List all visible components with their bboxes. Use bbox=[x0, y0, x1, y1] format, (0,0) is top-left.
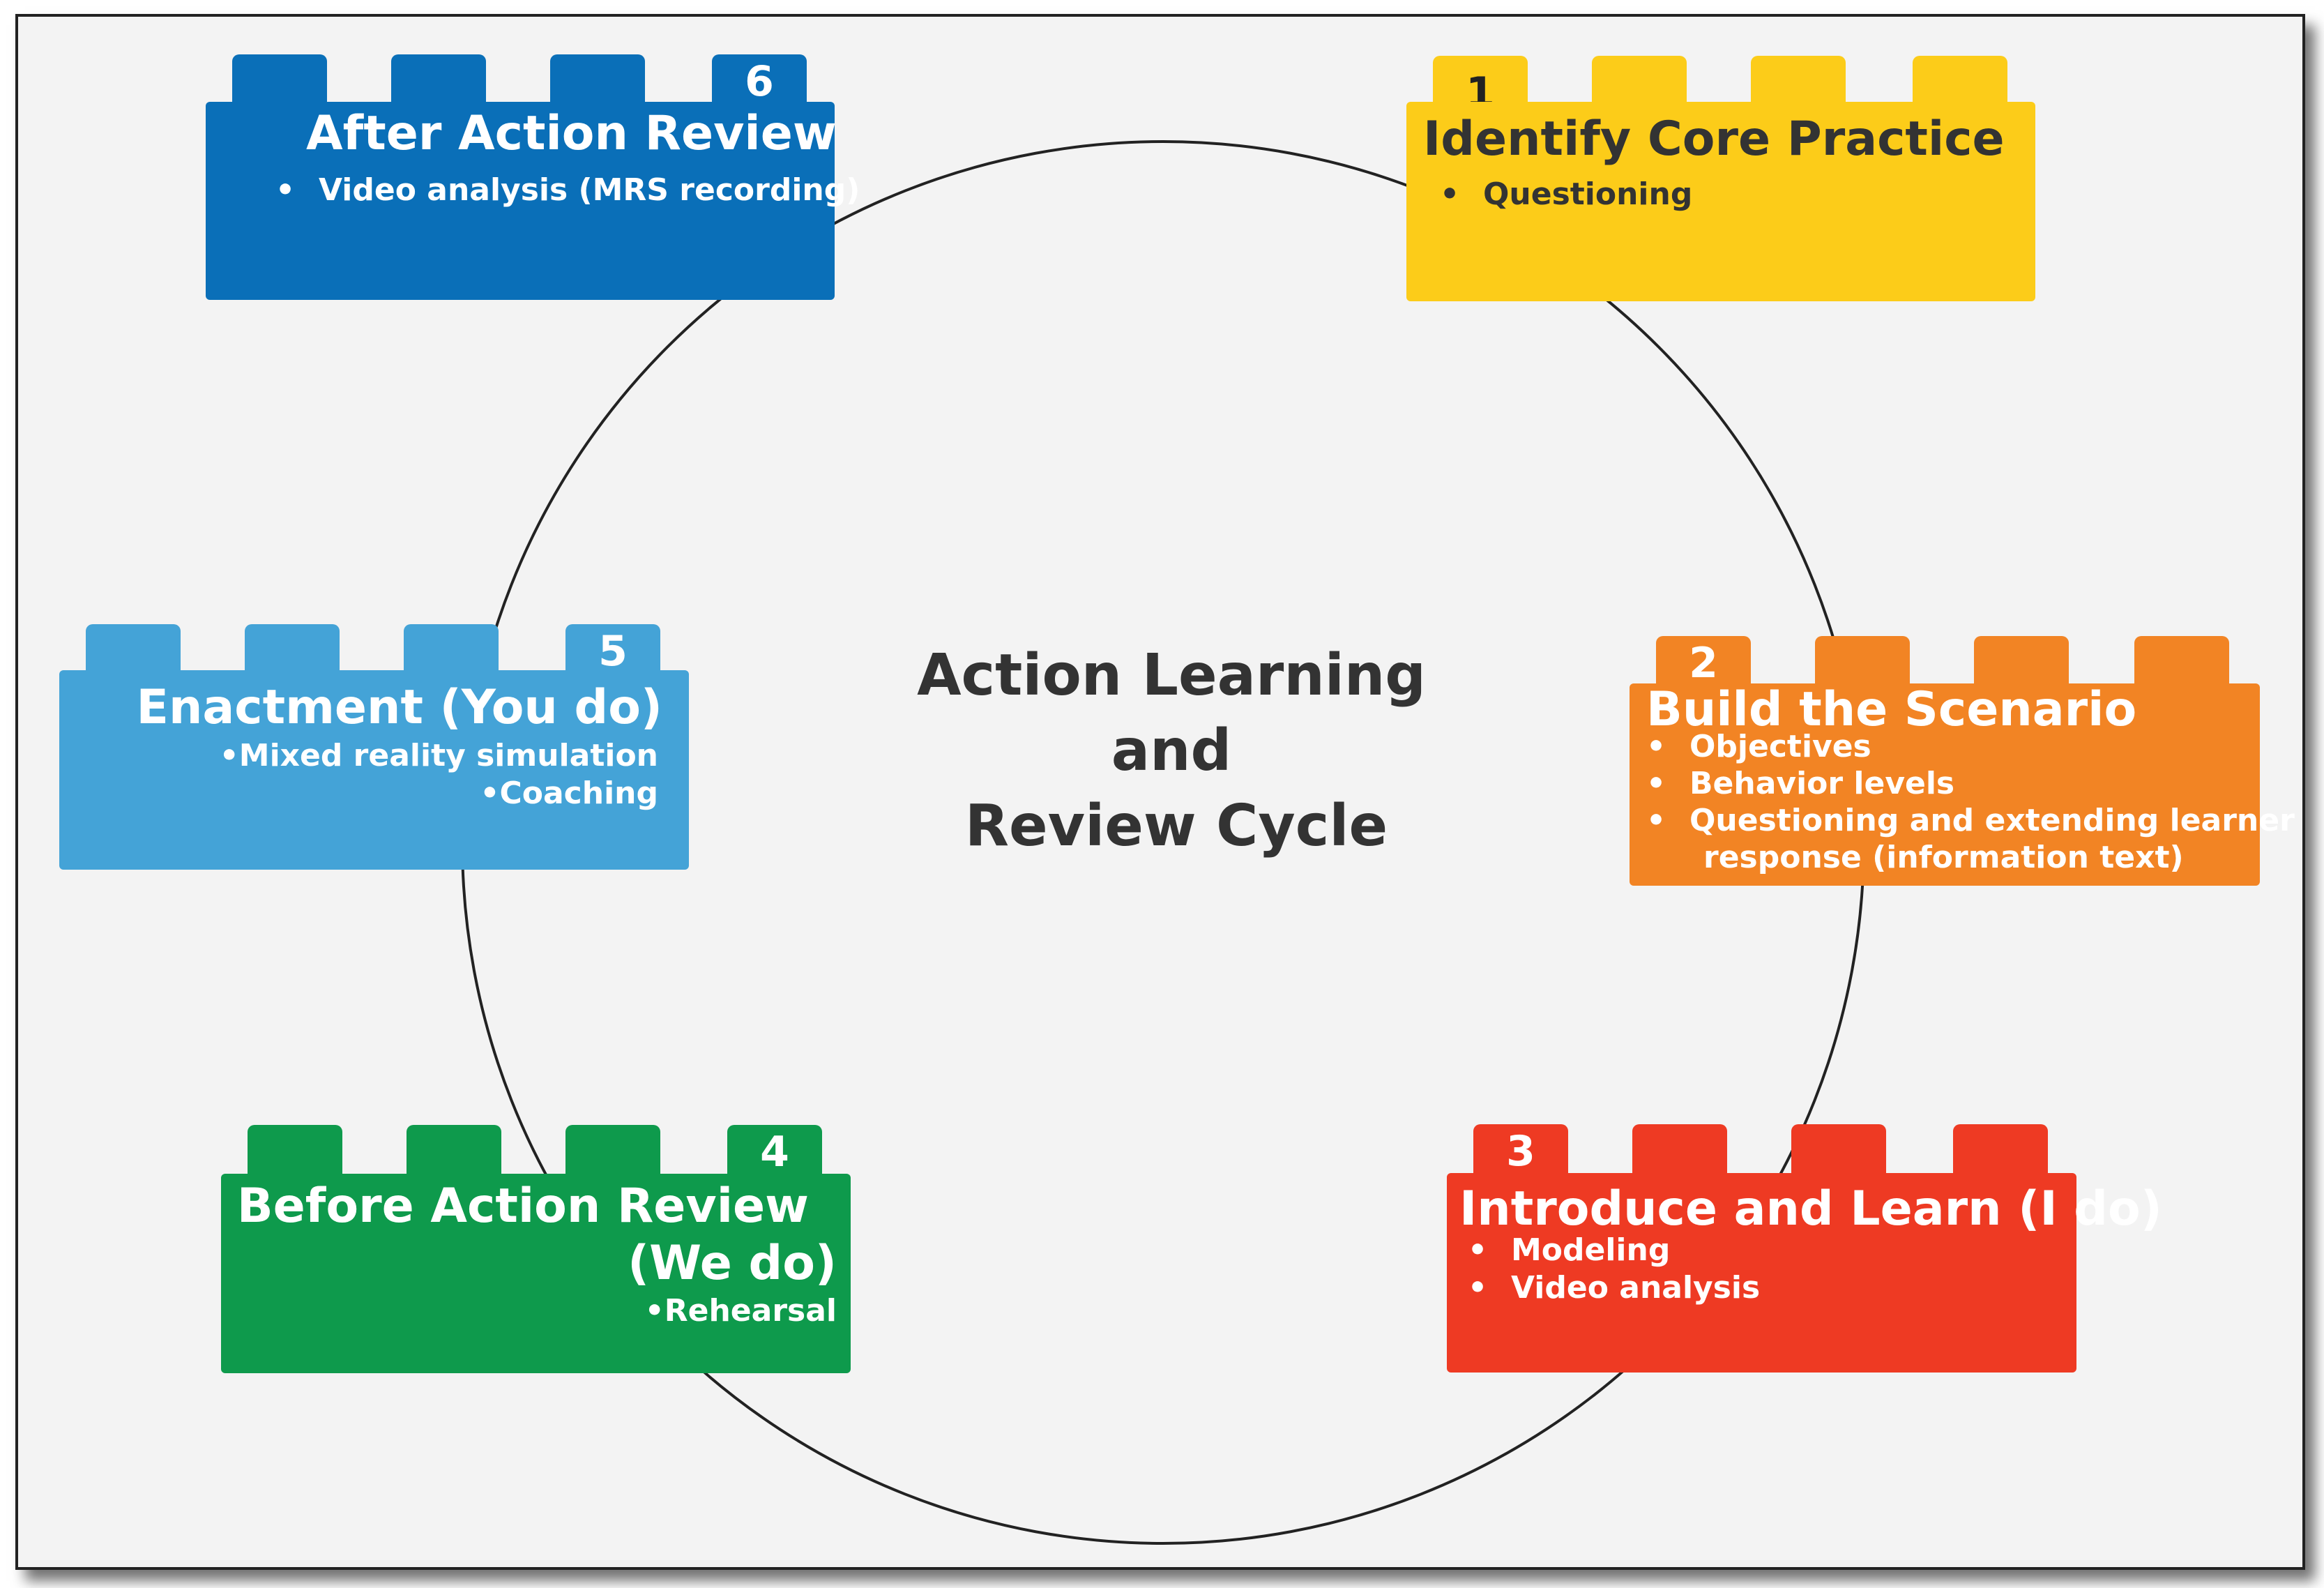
brick-stud bbox=[407, 1125, 501, 1175]
step-6-bullet: •Video analysis (MRS recording) bbox=[275, 172, 860, 208]
brick-stud bbox=[1632, 1124, 1727, 1174]
step-3-brick: 3 Introduce and Learn (I do) •Modeling •… bbox=[1447, 1124, 2162, 1373]
step-3-number: 3 bbox=[1506, 1127, 1535, 1176]
step-4-title-line-2: (We do) bbox=[628, 1236, 837, 1291]
step-2-number-stud: 2 bbox=[1656, 636, 1751, 688]
step-4-number-stud: 4 bbox=[727, 1125, 822, 1177]
step-5-bullets: •Mixed reality simulation •Coaching bbox=[196, 737, 658, 812]
step-1-title: Identify Core Practice bbox=[1423, 112, 2005, 167]
step-6-brick: 6 After Action Review •Video analysis (M… bbox=[206, 54, 860, 300]
brick-stud bbox=[391, 54, 486, 105]
step-4-title-line-1: Before Action Review bbox=[236, 1179, 809, 1234]
center-title-line-2: and bbox=[1111, 718, 1232, 784]
step-5-brick: 5 Enactment (You do) •Mixed reality simu… bbox=[59, 624, 689, 870]
step-4-bullets: •Rehearsal bbox=[621, 1292, 837, 1330]
brick-stud bbox=[232, 54, 327, 105]
step-1-bullets: •Questioning bbox=[1440, 176, 1692, 213]
brick-stud bbox=[2134, 636, 2229, 686]
center-title: Action Learning and Review Cycle bbox=[893, 638, 1450, 864]
step-4-body bbox=[221, 1174, 851, 1373]
step-6-number: 6 bbox=[745, 57, 774, 106]
step-3-bullet: •Modeling bbox=[1468, 1232, 1671, 1268]
step-2-number: 2 bbox=[1689, 639, 1718, 688]
brick-stud bbox=[245, 624, 340, 674]
step-3-body bbox=[1447, 1173, 2076, 1373]
step-5-number-stud: 5 bbox=[565, 624, 660, 676]
step-6-bullets: •Video analysis (MRS recording) bbox=[275, 172, 860, 209]
step-5-body bbox=[59, 670, 689, 870]
step-2-bullet: •Objectives bbox=[1646, 729, 1871, 764]
step-4-brick: 4 Before Action Review (We do) •Rehearsa… bbox=[221, 1125, 851, 1373]
step-6-number-stud: 6 bbox=[712, 54, 807, 106]
brick-stud bbox=[1953, 1124, 2048, 1174]
step-6-title: After Action Review bbox=[306, 106, 837, 161]
brick-stud bbox=[550, 54, 645, 105]
step-3-number-stud: 3 bbox=[1473, 1124, 1568, 1176]
brick-stud bbox=[1751, 56, 1846, 106]
step-2-bullet: •Behavior levels bbox=[1646, 766, 1955, 801]
center-title-line-1: Action Learning bbox=[917, 642, 1426, 709]
step-2-bullets: •Objectives •Behavior levels •Questionin… bbox=[1646, 728, 2295, 876]
step-3-bullets: •Modeling •Video analysis bbox=[1468, 1232, 1760, 1307]
brick-stud bbox=[1913, 56, 2007, 106]
brick-stud bbox=[248, 1125, 342, 1175]
step-6-body bbox=[206, 102, 835, 300]
brick-stud bbox=[86, 624, 181, 674]
center-title-line-3: Review Cycle bbox=[964, 793, 1388, 859]
step-5-title: Enactment (You do) bbox=[136, 680, 662, 735]
step-2-body bbox=[1630, 683, 2260, 886]
step-4-title: Before Action Review (We do) bbox=[237, 1178, 837, 1292]
step-1-brick: 1 Identify Core Practice •Questioning bbox=[1406, 56, 2035, 301]
step-5-number: 5 bbox=[598, 627, 628, 676]
step-1-bullet: •Questioning bbox=[1440, 176, 1693, 212]
brick-stud bbox=[1592, 56, 1687, 106]
brick-stud bbox=[1974, 636, 2069, 686]
step-4-bullet: •Rehearsal bbox=[644, 1293, 837, 1329]
brick-stud bbox=[1791, 1124, 1886, 1174]
step-4-number: 4 bbox=[760, 1128, 789, 1177]
step-5-bullet: •Coaching bbox=[480, 776, 658, 811]
brick-stud bbox=[565, 1125, 660, 1175]
step-3-title: Introduce and Learn (I do) bbox=[1459, 1181, 2162, 1237]
step-1-body bbox=[1406, 102, 2035, 301]
step-1-number-stud: 1 bbox=[1433, 56, 1528, 117]
step-2-brick: 2 Build the Scenario •Objectives •Behavi… bbox=[1630, 636, 2295, 886]
step-3-bullet: •Video analysis bbox=[1468, 1270, 1761, 1306]
step-2-bullet: •Questioning and extending learner bbox=[1646, 803, 2295, 838]
step-2-title: Build the Scenario bbox=[1646, 682, 2137, 737]
brick-stud bbox=[1815, 636, 1910, 686]
brick-stud bbox=[404, 624, 499, 674]
step-5-bullet: •Mixed reality simulation bbox=[219, 738, 658, 773]
step-2-bullet-continuation: response (information text) bbox=[1703, 840, 2184, 875]
